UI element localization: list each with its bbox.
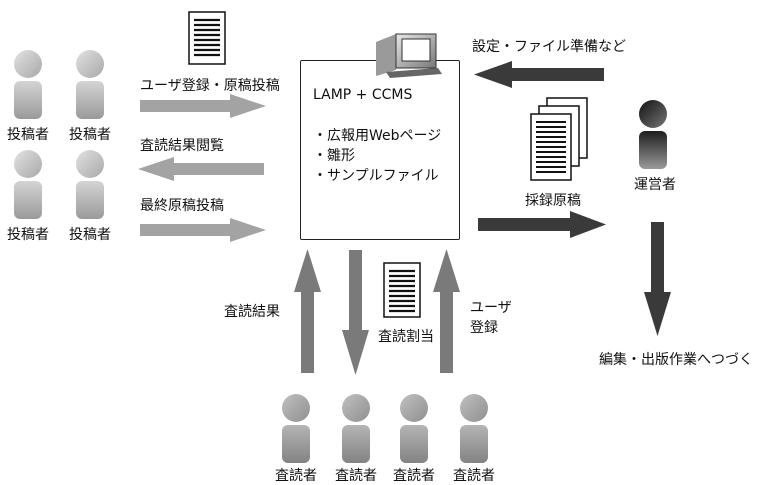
flow-label-setup-files: 設定・ファイル準備など bbox=[472, 39, 626, 55]
flow-label-user-register: ユーザ 登録 bbox=[470, 298, 512, 338]
person-icon-author bbox=[14, 150, 42, 219]
person-icon-author bbox=[76, 150, 104, 219]
person-icon-reviewer bbox=[342, 394, 370, 463]
reviewer-label: 査読者 bbox=[335, 468, 377, 484]
document-icon-submit bbox=[188, 11, 226, 65]
person-icon-author bbox=[76, 50, 104, 119]
arrow-register-submit bbox=[140, 94, 266, 118]
reviewer-label: 査読者 bbox=[453, 468, 495, 484]
arrow-review-result-view bbox=[138, 157, 264, 181]
arrow-review-assign-down bbox=[342, 250, 369, 375]
server-title: LAMP + CCMS bbox=[313, 87, 413, 103]
computer-icon bbox=[376, 33, 442, 78]
reviewer-label: 査読者 bbox=[393, 468, 435, 484]
arrow-final-submit bbox=[140, 218, 266, 242]
operator-label: 運営者 bbox=[634, 177, 676, 193]
server-box: LAMP + CCMS ・広報用Webページ ・雛形 ・サンプルファイル bbox=[300, 60, 460, 240]
flow-label-publish: 編集・出版作業へつづく bbox=[599, 352, 753, 368]
author-label: 投稿者 bbox=[7, 227, 49, 243]
flow-label-review-result: 査読結果 bbox=[224, 304, 280, 320]
flow-label-review-assign: 査読割当 bbox=[378, 329, 434, 345]
person-icon-reviewer bbox=[460, 394, 488, 463]
person-icon-operator bbox=[639, 100, 667, 169]
server-item: ・雛形 bbox=[313, 148, 355, 164]
arrow-review-result-up bbox=[294, 249, 321, 373]
arrow-publish bbox=[644, 222, 671, 336]
flow-label-review-result-view: 査読結果閲覧 bbox=[140, 138, 224, 154]
document-stack-icon bbox=[530, 97, 588, 181]
person-icon-reviewer bbox=[400, 394, 428, 463]
flow-label-register-submit: ユーザ登録・原稿投稿 bbox=[140, 78, 280, 94]
flow-label-user-register-line2: 登録 bbox=[470, 320, 498, 336]
reviewer-label: 査読者 bbox=[275, 468, 317, 484]
flow-label-final-submit: 最終原稿投稿 bbox=[140, 198, 224, 214]
server-item: ・広報用Webページ bbox=[313, 128, 442, 144]
author-label: 投稿者 bbox=[69, 127, 111, 143]
author-label: 投稿者 bbox=[7, 127, 49, 143]
arrow-accepted bbox=[478, 211, 606, 238]
document-icon-assign bbox=[383, 262, 421, 318]
author-label: 投稿者 bbox=[69, 227, 111, 243]
server-item: ・サンプルファイル bbox=[313, 168, 439, 184]
flow-label-accepted: 採録原稿 bbox=[525, 193, 581, 209]
person-icon-reviewer bbox=[282, 394, 310, 463]
arrow-user-register-up bbox=[433, 249, 460, 373]
flow-label-user-register-line1: ユーザ bbox=[470, 300, 512, 316]
person-icon-author bbox=[14, 50, 42, 119]
arrow-setup-files bbox=[474, 61, 604, 88]
